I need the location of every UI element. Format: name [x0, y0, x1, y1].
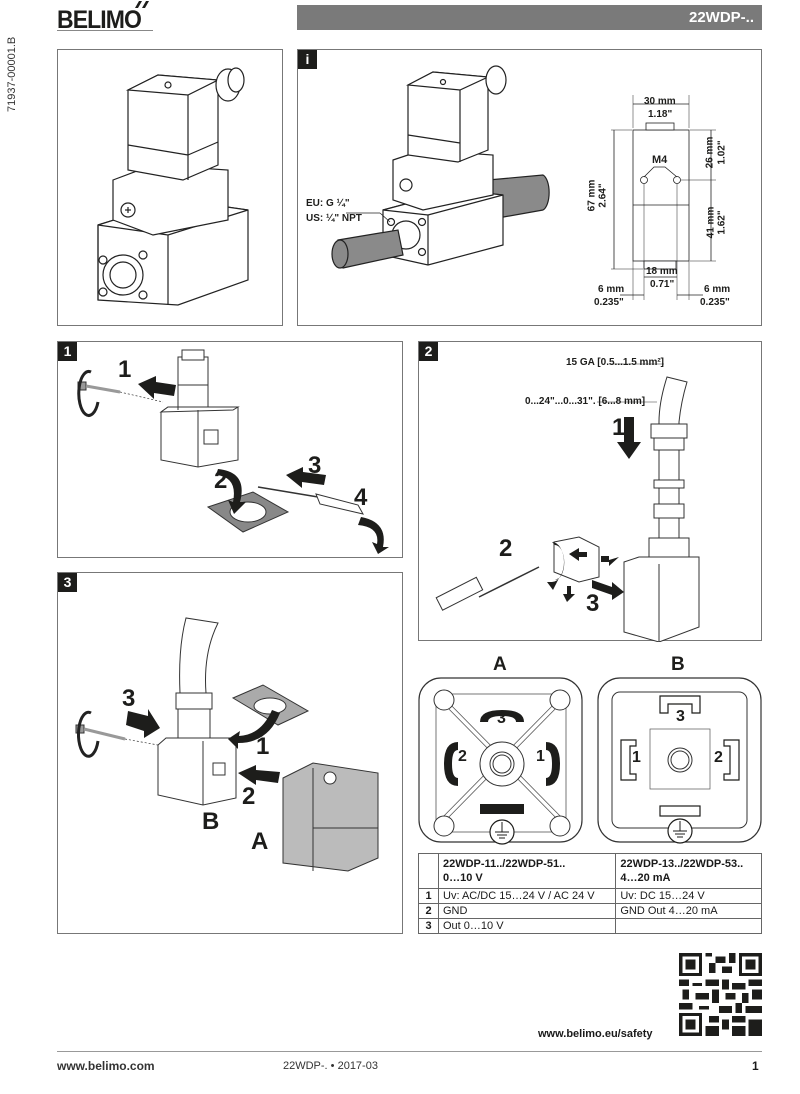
pin-col1-value: Uv: AC/DC 15…24 V / AC 24 V: [437, 888, 617, 904]
panel-tag-step1: 1: [58, 342, 77, 361]
step3-panel: 3 3 1 2 B A: [57, 572, 403, 934]
left-offset-mm: 6 mm: [598, 284, 625, 295]
thread-eu-label: EU: G ¼": [306, 198, 350, 209]
part-b-label: B: [202, 808, 220, 835]
product-code: 22WDP-..: [688, 9, 754, 26]
pressure-sensor-illustration: [97, 67, 249, 306]
pin-number: 1: [418, 888, 439, 904]
step1-label-1: 1: [118, 356, 132, 383]
step1-label-3: 3: [308, 452, 322, 479]
table-header-row: 22WDP-11../22WDP-51.. 0…10 V 22WDP-13../…: [418, 853, 762, 889]
lower-in: 1.62": [716, 210, 728, 235]
connector-a-pin-3: 3: [497, 710, 506, 727]
mounting-illustration: [75, 617, 379, 872]
pin-col2-value: GND Out 4…20 mA: [615, 903, 762, 919]
panel-tag-step3: 3: [58, 573, 77, 592]
footer-doc-reference: 22WDP-. • 2017-03: [283, 1060, 378, 1072]
connector-a-pin-1: 1: [536, 748, 545, 765]
title-bar: 22WDP-..: [297, 5, 762, 30]
panel-tag-info: i: [298, 50, 317, 69]
pin-col2-value: Uv: DC 15…24 V: [615, 888, 762, 904]
width-mm: 30 mm: [644, 96, 676, 107]
safety-link[interactable]: www.belimo.eu/safety: [538, 1028, 653, 1040]
connector-a-title: A: [493, 654, 507, 675]
step1-panel: 1 1 2 3 4: [57, 341, 403, 558]
step2-label-3: 3: [586, 590, 600, 617]
spacing-in: 0.71": [650, 279, 675, 290]
wire-gauge-label: 15 GA [0.5...1.5 mm²]: [566, 357, 664, 368]
connector-b-pin-3: 3: [676, 708, 685, 725]
pin-col1-value: Out 0…10 V: [437, 918, 617, 934]
right-offset-in: 0.235": [700, 297, 730, 308]
table-header-col1: 22WDP-11../22WDP-51.. 0…10 V: [437, 853, 617, 889]
wiring-illustration: [435, 363, 700, 642]
table-row: 3 Out 0…10 V: [418, 918, 762, 934]
width-in: 1.18": [648, 109, 673, 120]
connector-removal-illustration: [77, 349, 389, 554]
upper-in: 1.02": [716, 140, 728, 165]
table-row: 1 Uv: AC/DC 15…24 V / AC 24 V Uv: DC 15……: [418, 888, 762, 904]
thread-us-label: US: ¼" NPT: [306, 213, 362, 224]
belimo-logo: BELIMO: [57, 1, 157, 34]
connector-b-pin-2: 2: [714, 749, 723, 766]
panel-tag-step2: 2: [419, 342, 438, 361]
col2-signal: 4…20 mA: [620, 872, 671, 884]
product-view-panel: [57, 49, 283, 326]
logo-mark-icon: [135, 1, 149, 8]
step2-label-1: 1: [612, 414, 626, 441]
info-panel: i: [297, 49, 762, 326]
footer-website-link[interactable]: www.belimo.com: [57, 1059, 155, 1073]
spacing-mm: 18 mm: [646, 266, 678, 277]
logo-underline: [57, 30, 153, 31]
step1-label-2: 2: [214, 467, 228, 494]
mounted-sensor-illustration: [331, 65, 716, 300]
table-row: 2 GND GND Out 4…20 mA: [418, 903, 762, 919]
connector-a-diagram: [418, 677, 583, 845]
step2-panel: 2 15 GA [0.5...1.5 mm²] 0...24"...0..: [418, 341, 762, 642]
pin-number: 3: [418, 918, 439, 934]
right-offset-mm: 6 mm: [704, 284, 731, 295]
page-number: 1: [752, 1059, 759, 1073]
part-a-label: A: [251, 828, 269, 855]
connector-b-pin-1: 1: [632, 749, 641, 766]
height-mm: 67 mm: [586, 179, 598, 212]
cable-diameter-label: 0...24"...0...31". [6...8 mm]: [525, 396, 646, 407]
table-header-col2: 22WDP-13../22WDP-53.. 4…20 mA: [615, 853, 762, 889]
screw-label: M4: [652, 154, 668, 166]
step3-label-2: 2: [242, 783, 256, 810]
connector-b-title: B: [671, 654, 685, 675]
pin-number: 2: [418, 903, 439, 919]
col1-signal: 0…10 V: [443, 872, 483, 884]
connector-b-diagram: [597, 677, 762, 844]
step3-label-1: 1: [256, 733, 270, 760]
upper-mm: 26 mm: [704, 136, 716, 169]
step1-label-4: 4: [354, 484, 368, 511]
lower-mm: 41 mm: [705, 206, 717, 239]
footer-divider: [57, 1051, 762, 1052]
table-header-empty: [418, 853, 439, 889]
pin-col2-value: [615, 918, 762, 934]
step3-label-3: 3: [122, 685, 136, 712]
height-in: 2.64": [597, 183, 609, 208]
pin-assignment-table: 22WDP-11../22WDP-51.. 0…10 V 22WDP-13../…: [418, 853, 762, 934]
connector-a-pin-2: 2: [458, 748, 467, 765]
pin-col1-value: GND: [437, 903, 617, 919]
document-number: 71937-00001.B: [6, 36, 18, 112]
step2-label-2: 2: [499, 535, 513, 562]
qr-code-icon[interactable]: [679, 953, 762, 1036]
col1-model: 22WDP-11../22WDP-51..: [443, 858, 566, 870]
col2-model: 22WDP-13../22WDP-53..: [620, 858, 744, 870]
left-offset-in: 0.235": [594, 297, 624, 308]
brand-name: BELIMO: [57, 6, 142, 34]
